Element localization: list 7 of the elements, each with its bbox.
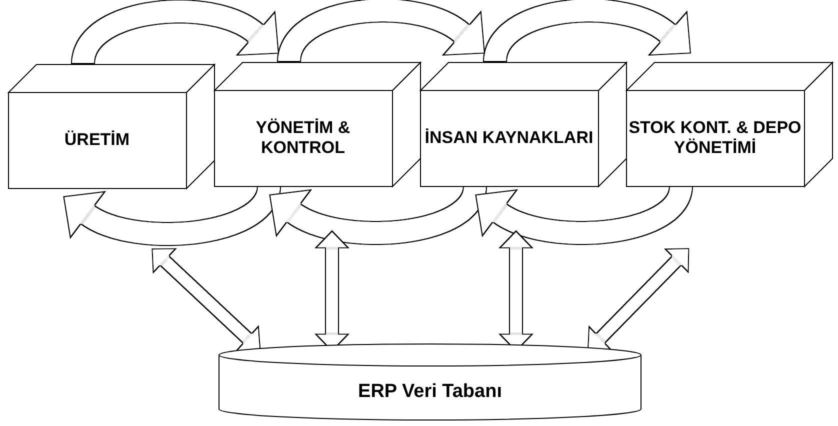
block-arrow (152, 248, 261, 352)
box-label: STOK KONT. & DEPO YÖNETİMİ (628, 118, 802, 158)
box-label: İNSAN KAYNAKLARI (424, 128, 594, 148)
box-label: ERP Veri Tabanı (358, 381, 502, 404)
box-label: ÜRETİM (64, 130, 130, 150)
block-arrow (587, 248, 690, 351)
box-label: YÖNETİM & KONTROL (254, 118, 352, 158)
